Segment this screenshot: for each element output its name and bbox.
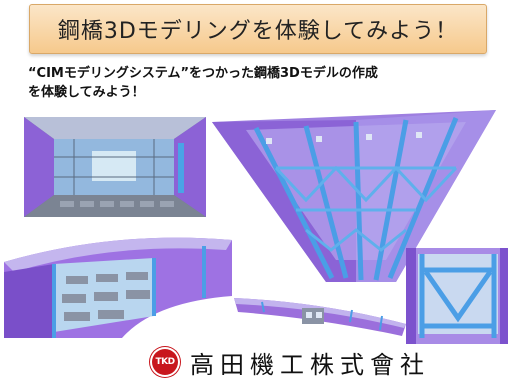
intro-line-2: を体験してみよう！ xyxy=(28,85,145,100)
intro-text: “CIMモデリングシステム”をつかった鋼橋3Dモデルの作成 を体験してみよう！ xyxy=(28,64,498,102)
deck-segment-view xyxy=(232,290,408,344)
page-title: 鋼橋3Dモデリングを体験してみよう！ xyxy=(57,19,459,44)
intro-line-1: “CIMモデリングシステム”をつかった鋼橋3Dモデルの作成 xyxy=(28,66,378,81)
cross-frame-closeup-view xyxy=(406,248,508,344)
curved-box-girder-view xyxy=(4,232,234,338)
company-name: 高田機工株式會社 xyxy=(190,350,430,379)
logo-text: TKD xyxy=(155,357,175,367)
company-footer: TKD 高田機工株式會社 xyxy=(150,346,430,379)
steel-bridge-underside-view xyxy=(206,110,502,284)
title-banner: 鋼橋3Dモデリングを体験してみよう！ xyxy=(29,4,487,54)
company-logo: TKD xyxy=(150,347,180,377)
girder-interior-view xyxy=(24,117,206,217)
